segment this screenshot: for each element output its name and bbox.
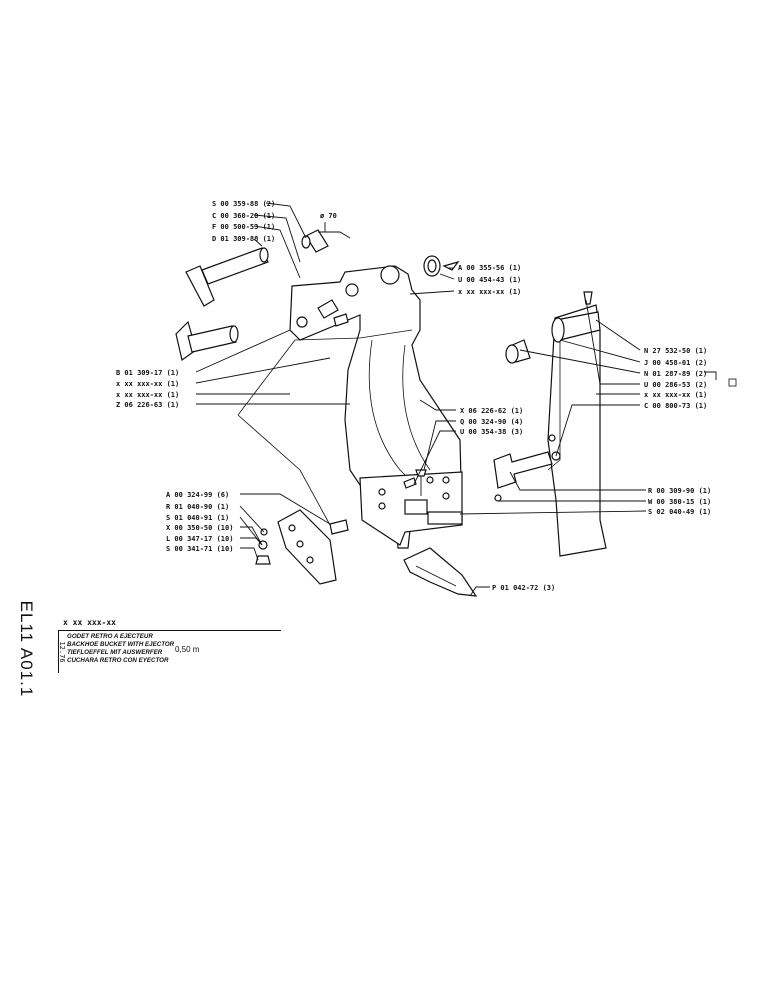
dimension-label: ø 70 — [320, 212, 337, 220]
bucket-tooth — [403, 547, 478, 597]
label-xref1: x xx xxx-xx (1) — [458, 288, 521, 296]
title-block: x xx xxx-xx 12.76 GODET RETRO A EJECTEUR… — [58, 618, 281, 673]
label-c0036020: C 00 360-20 (1) — [212, 212, 275, 220]
label-s0204049: S 02 040-49 (1) — [648, 508, 711, 516]
title-spanish: CUCHARA RETRO CON EYECTOR — [67, 657, 169, 664]
title-english: BACKHOE BUCKET WITH EJECTOR — [67, 641, 175, 648]
label-d0130988: D 01 309-88 (1) — [212, 235, 275, 243]
label-p0104272: P 01 042-72 (3) — [492, 584, 555, 592]
label-a0032499: A 00 324-99 (6) — [166, 491, 229, 499]
pin-b — [175, 320, 239, 362]
label-x0035050: X 00 350-50 (10) — [166, 524, 233, 532]
bucket-size: 0,50 m — [175, 645, 200, 654]
part-labels: S 00 359-88 (2) C 00 360-20 (1) F 00 500… — [116, 200, 711, 592]
bush-f — [305, 229, 329, 253]
label-u0028653: U 00 286-53 (2) — [644, 381, 707, 389]
label-b0130917: B 01 309-17 (1) — [116, 369, 179, 377]
sheet-code-text: EL11 A01.1 — [17, 600, 36, 698]
label-x0622662: X 06 226-62 (1) — [460, 407, 523, 415]
label-z0622663: Z 06 226-63 (1) — [116, 401, 179, 409]
label-xref2: x xx xxx-xx (1) — [116, 380, 179, 388]
side-cutter — [255, 509, 349, 585]
title-french: GODET RETRO A EJECTEUR — [67, 633, 153, 640]
label-xref3: x xx xxx-xx (1) — [116, 391, 179, 399]
label-w0038015: W 00 380-15 (1) — [648, 498, 711, 506]
label-f0050053: F 00 500-53 (1) — [212, 223, 275, 231]
bucket-body — [237, 265, 463, 549]
label-j0045801: J 00 458-01 (2) — [644, 359, 707, 367]
label-l0034717: L 00 347-17 (10) — [166, 535, 233, 543]
title-german: TIEFLOEFFEL MIT AUSWERFER — [67, 649, 163, 656]
label-s0035988: S 00 359-88 (2) — [212, 200, 275, 208]
label-a0035556: A 00 355-56 (1) — [458, 264, 521, 272]
label-u0045443: U 00 454-43 (1) — [458, 276, 521, 284]
label-xref4: x xx xxx-xx (1) — [644, 391, 707, 399]
label-c0080073: C 00 800-73 (1) — [644, 402, 707, 410]
pin-d — [185, 247, 269, 307]
label-s0104091: S 01 040-91 (1) — [166, 514, 229, 522]
label-s0034171: S 00 341-71 (10) — [166, 545, 233, 553]
sheet-date-text: 12.76 — [58, 641, 66, 663]
label-n0128789: N 01 287-89 (2) — [644, 370, 707, 378]
title-ref-code: x xx xxx-xx — [63, 618, 116, 627]
label-u0035438: U 00 354-38 (3) — [460, 428, 523, 436]
label-n2753250: N 27 532-50 (1) — [644, 347, 707, 355]
label-q0032490: Q 00 324-90 (4) — [460, 418, 523, 426]
label-r0104090: R 01 040-90 (1) — [166, 503, 229, 511]
leader-lines — [195, 202, 737, 597]
label-r0030990: R 00 309-90 (1) — [648, 487, 711, 495]
sheet-code: EL11 A01.1 — [14, 601, 38, 698]
ejector-plate — [493, 291, 607, 557]
